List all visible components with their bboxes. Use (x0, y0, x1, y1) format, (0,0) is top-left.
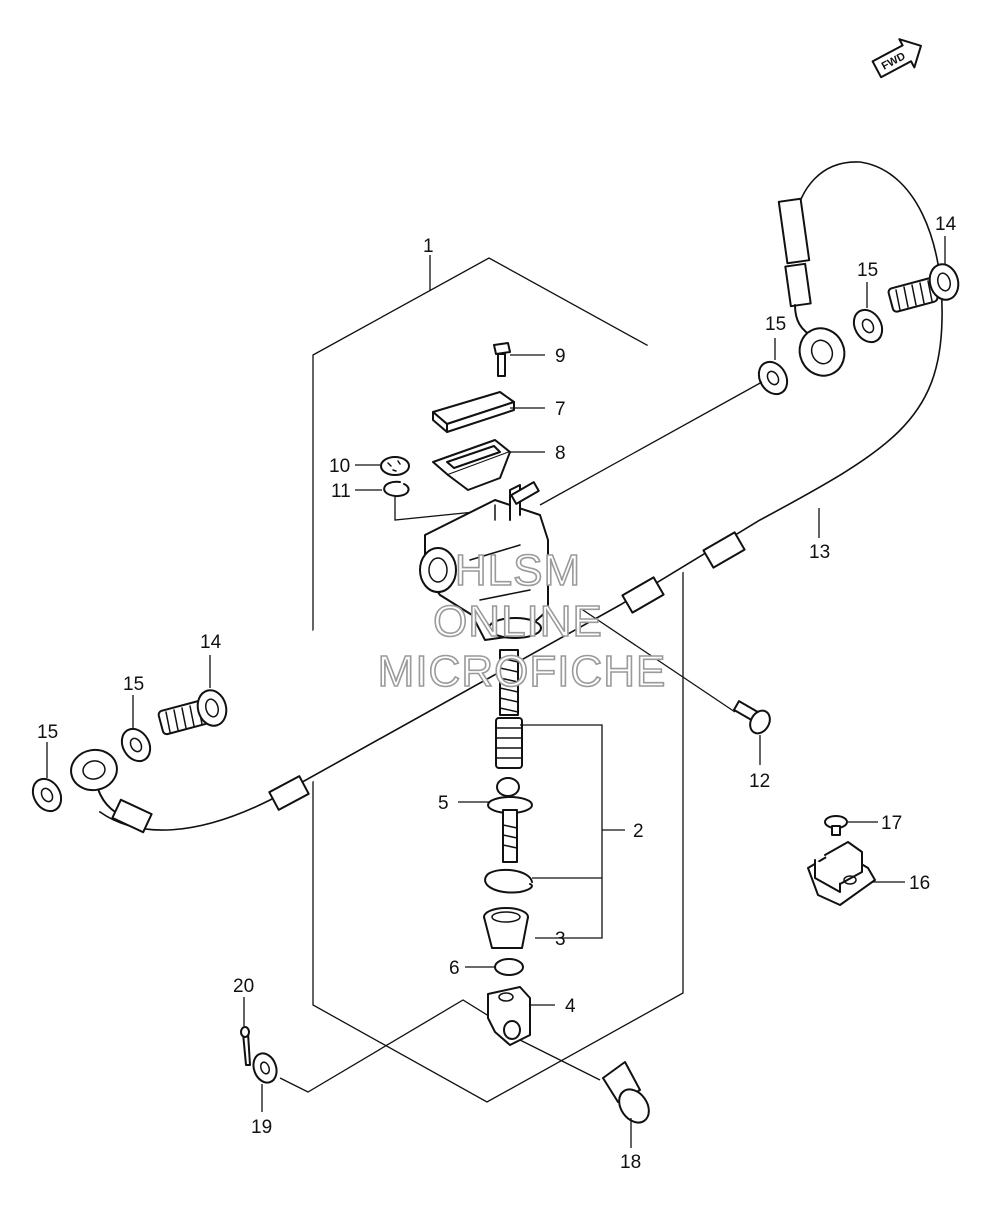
snap-ring (484, 868, 533, 894)
banjo-fitting (70, 748, 118, 792)
callout-5: 5 (438, 793, 449, 814)
hose-sleeve (702, 531, 746, 569)
cotter-pin (240, 1026, 251, 1066)
callout-9: 9 (555, 346, 566, 367)
hose-guide-bracket (807, 841, 876, 906)
hose-sleeve (777, 197, 811, 265)
forward-arrow-icon: FWD (871, 38, 922, 79)
assembly-line (579, 607, 736, 713)
hose-sleeve (784, 262, 812, 308)
screw (732, 700, 771, 735)
washer (252, 1052, 278, 1084)
banjo-fitting (798, 327, 846, 377)
callout-16: 16 (909, 873, 930, 894)
watermark: HLSM ONLINE MICROFICHE (377, 545, 667, 697)
bracket-screw (824, 815, 848, 836)
assembly-line (279, 999, 493, 1093)
cap-screw (493, 342, 511, 377)
assembly-outline (312, 257, 684, 1103)
union-bolt-lower (157, 689, 228, 736)
callout-20: 20 (233, 976, 254, 997)
diaphragm (432, 439, 511, 491)
callout-2: 2 (633, 821, 644, 842)
reservoir-cap (432, 391, 515, 433)
callout-6: 6 (449, 958, 460, 979)
leader-lines (46, 236, 946, 1148)
assembly-line (394, 497, 495, 521)
callout-12: 12 (749, 771, 770, 792)
watermark-line-1: HLSM (455, 546, 581, 595)
watermark-line-2: ONLINE (433, 597, 603, 646)
assembly-line (539, 381, 763, 506)
connector (380, 456, 410, 476)
rod-joint (487, 986, 531, 1046)
callout-1: 1 (423, 236, 434, 257)
callout-13: 13 (809, 542, 830, 563)
gasket-washer (852, 308, 884, 344)
push-rod (487, 777, 533, 863)
callout-15-lower-right: 15 (123, 674, 144, 695)
hose-sleeve (268, 775, 310, 811)
callout-15-lower-left: 15 (37, 722, 58, 743)
boot (483, 907, 529, 949)
gasket-washer (757, 360, 789, 396)
circlip (383, 480, 410, 498)
callout-19: 19 (251, 1117, 272, 1138)
gasket-washer (31, 777, 63, 813)
nut (494, 958, 524, 976)
master-cylinder-body (419, 481, 549, 641)
callout-18: 18 (620, 1152, 641, 1173)
gasket-washer (120, 727, 152, 763)
callout-10: 10 (329, 456, 350, 477)
callout-labels: 1 9 7 8 10 11 13 14 15 15 14 15 15 12 5 … (37, 214, 957, 1173)
callout-4: 4 (565, 996, 576, 1017)
callout-7: 7 (555, 399, 566, 420)
assembly-line (519, 1039, 601, 1081)
union-bolt-upper (887, 263, 960, 313)
callout-3: 3 (555, 929, 566, 950)
callout-17: 17 (881, 813, 902, 834)
callout-14-upper: 14 (935, 214, 957, 235)
callout-14-lower: 14 (200, 632, 222, 653)
piston-spring (495, 649, 523, 769)
callout-15-upper: 15 (765, 314, 786, 335)
watermark-line-3: MICROFICHE (378, 647, 667, 696)
callout-15-upper-right: 15 (857, 260, 878, 281)
clevis-pin (602, 1061, 650, 1124)
hose-sleeve (621, 576, 665, 614)
callout-11: 11 (331, 481, 351, 502)
callout-8: 8 (555, 443, 566, 464)
